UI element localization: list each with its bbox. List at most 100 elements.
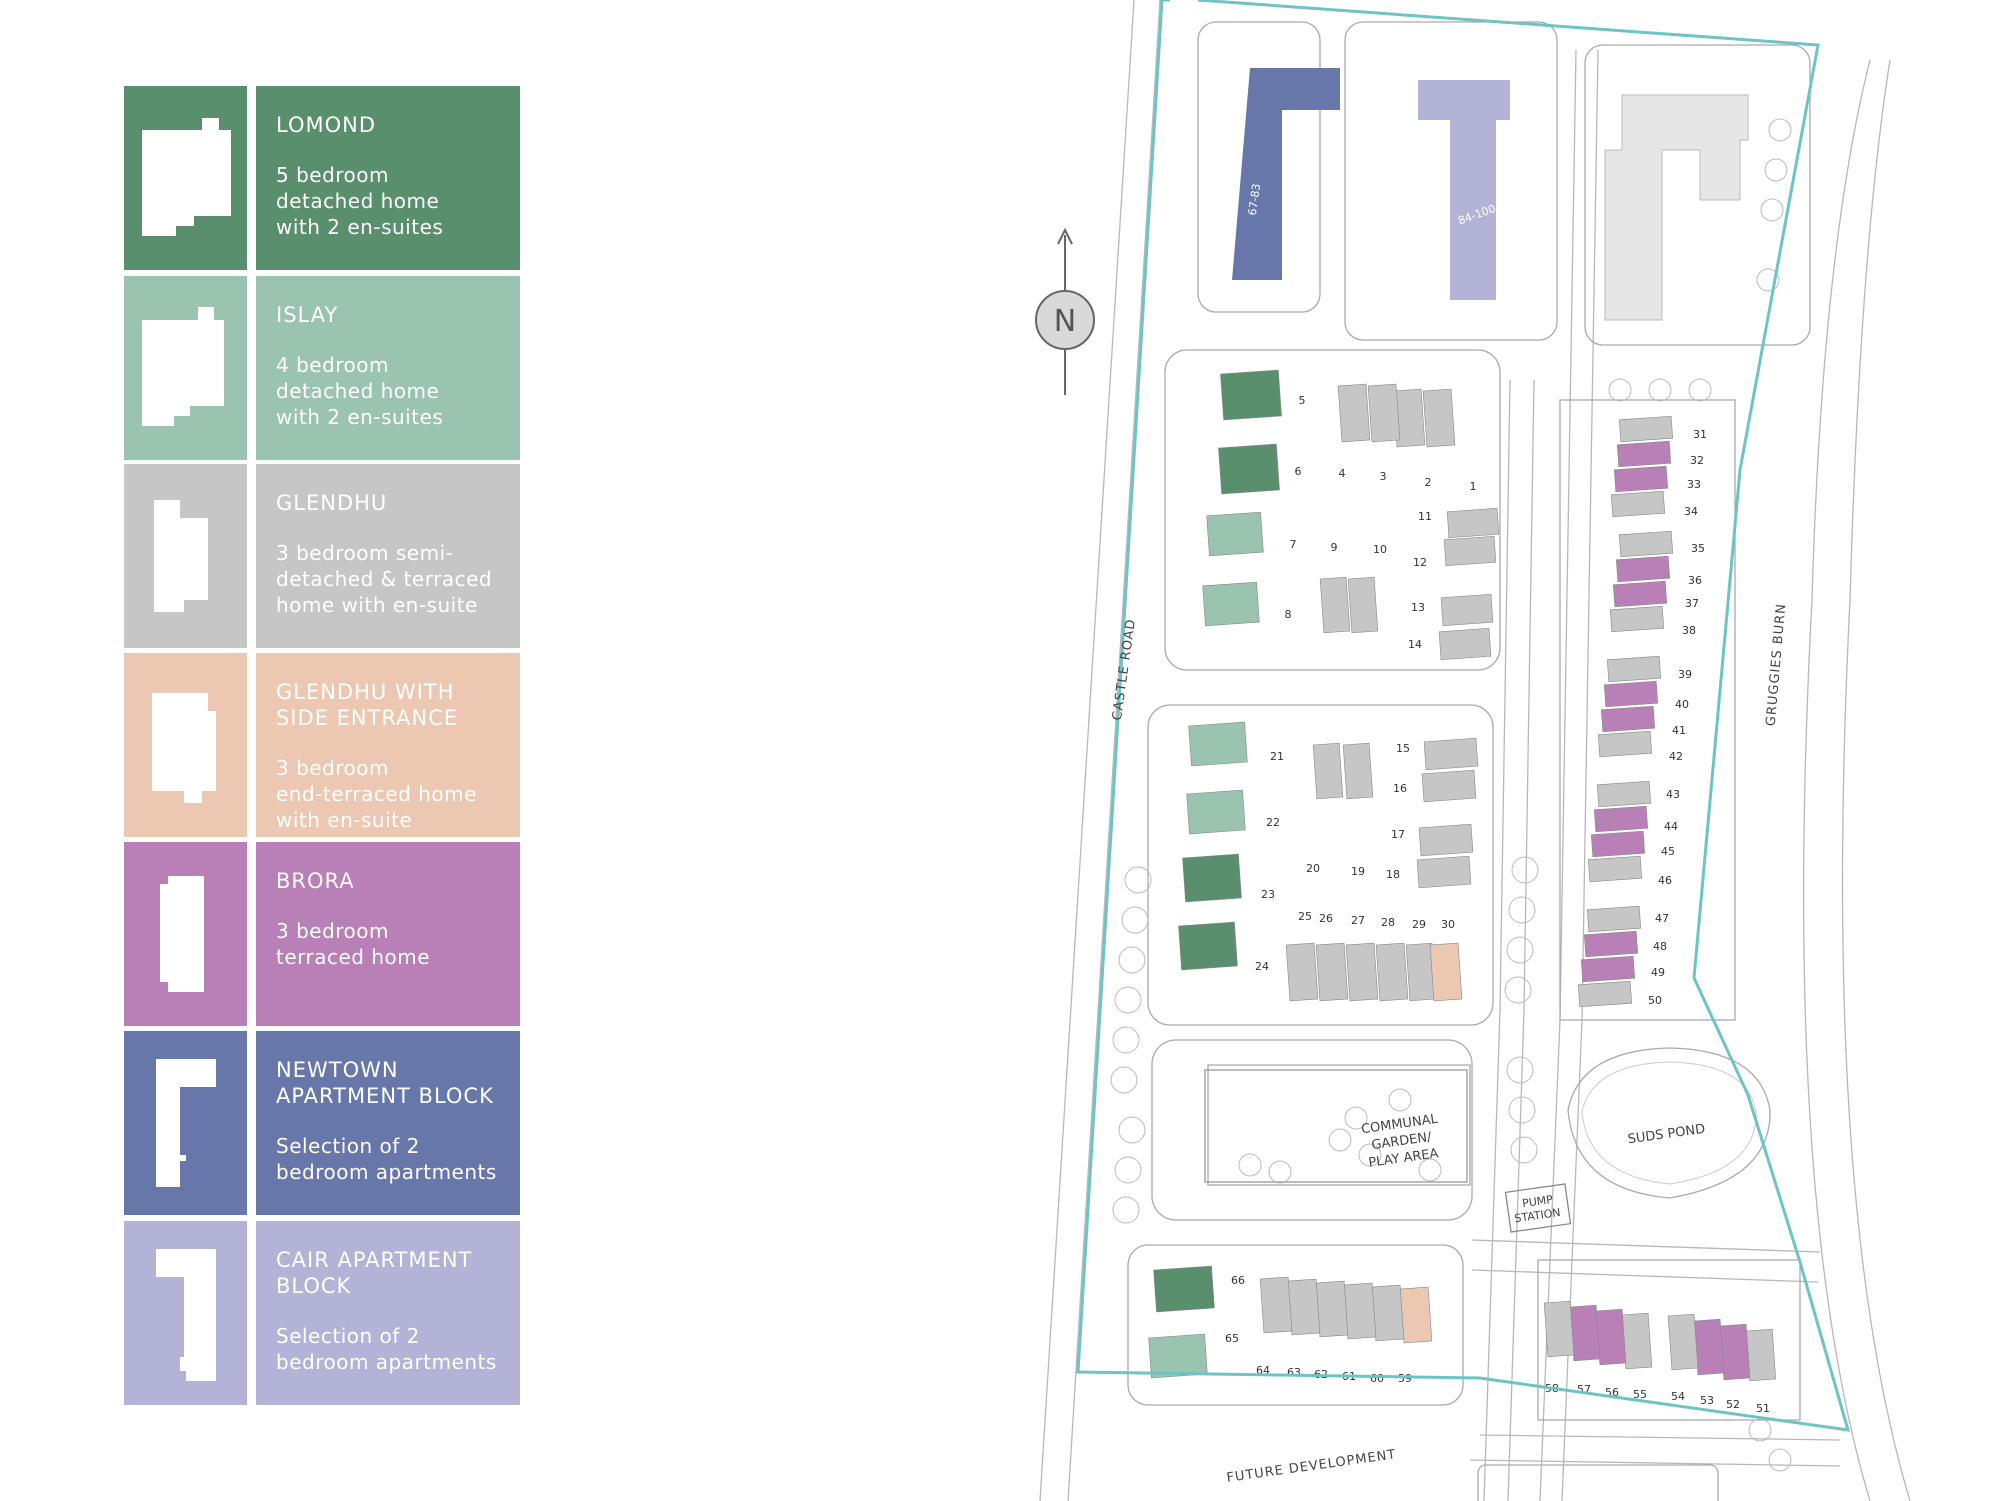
plot-51-house <box>1745 1328 1777 1382</box>
glendhu-side-entrance-label: GLENDHU WITH SIDE ENTRANCE 3 bedroom end… <box>256 653 520 837</box>
plot-2-number: 2 <box>1425 476 1432 489</box>
islay-description: 4 bedroom detached home with 2 en-suites <box>276 353 444 429</box>
plot-15-house <box>1423 737 1479 771</box>
plot-60-house <box>1371 1284 1405 1342</box>
plot-1-number: 1 <box>1470 480 1477 493</box>
plot-56-house <box>1595 1308 1627 1366</box>
glendhu-side-entrance-swatch <box>124 653 247 837</box>
plot-17-house <box>1418 823 1474 857</box>
legend-row-newtown: NEWTOWN APARTMENT BLOCK Selection of 2 b… <box>124 1031 524 1215</box>
newtown-title: NEWTOWN APARTMENT BLOCK <box>276 1058 494 1108</box>
plot-61-house <box>1343 1282 1377 1340</box>
plot-8-number: 8 <box>1285 608 1292 621</box>
cair-apartment-footprint-icon <box>156 1249 216 1381</box>
plot-39-house <box>1606 655 1662 683</box>
plot-29-number: 29 <box>1412 918 1426 931</box>
existing-building <box>1604 94 1749 321</box>
plot-24-number: 24 <box>1255 960 1269 973</box>
suds-pond: SUDS POND <box>1567 1047 1771 1199</box>
north-arrow: N <box>1035 227 1095 395</box>
plot-4-number: 4 <box>1339 467 1346 480</box>
plot-55-house <box>1621 1312 1653 1370</box>
glendhu-footprint-icon <box>154 500 208 612</box>
gruggies-burn-label: GRUGGIES BURN <box>1764 603 1790 727</box>
plot-59-house <box>1399 1286 1433 1344</box>
cair-swatch <box>124 1221 247 1405</box>
site-plan-map: SUDS POND PUMP STATION COMMUNAL GARDEN/ … <box>1035 0 1911 1501</box>
glendhu-side-entrance-description: 3 bedroom end-terraced home with en-suit… <box>276 756 477 832</box>
north-label: N <box>1054 304 1076 339</box>
cair-apartment-block: 84-100 <box>1418 80 1510 300</box>
plot-32-number: 32 <box>1690 454 1704 467</box>
plot-47-house <box>1586 905 1642 933</box>
plot-6-house <box>1218 443 1280 495</box>
brora-title: BRORA <box>276 869 355 893</box>
plot-20-number: 20 <box>1306 862 1320 875</box>
plot-16-house <box>1421 769 1477 803</box>
plot-48-number: 48 <box>1653 940 1667 953</box>
pump-station-label-line2: STATION <box>1514 1206 1562 1225</box>
glendhu-description: 3 bedroom semi- detached & terraced home… <box>276 541 493 617</box>
plot-28-number: 28 <box>1381 916 1395 929</box>
plot-35-number: 35 <box>1691 542 1705 555</box>
plot-57-house <box>1569 1304 1601 1362</box>
plot-41-house <box>1600 705 1656 733</box>
plot-49-number: 49 <box>1651 966 1665 979</box>
plot-50-number: 50 <box>1648 994 1662 1007</box>
plot-52-house <box>1719 1323 1751 1381</box>
islay-swatch <box>124 276 247 460</box>
plot-19-number: 19 <box>1351 865 1365 878</box>
plot-27-house <box>1345 942 1379 1002</box>
lomond-title: LOMOND <box>276 113 377 137</box>
plot-9-number: 9 <box>1331 541 1338 554</box>
plot-53-house <box>1693 1318 1725 1376</box>
plot-33-number: 33 <box>1687 478 1701 491</box>
newtown-swatch <box>124 1031 247 1215</box>
brora-footprint-icon <box>160 876 204 992</box>
plot-46-house <box>1587 855 1643 883</box>
plot-5-number: 5 <box>1299 394 1306 407</box>
trees <box>1110 118 1792 1472</box>
plot-37-house <box>1612 580 1668 608</box>
plot-55-number: 55 <box>1633 1388 1647 1401</box>
plot-42-number: 42 <box>1669 750 1683 763</box>
plot-40-number: 40 <box>1675 698 1689 711</box>
lomond-label: LOMOND 5 bedroom detached home with 2 en… <box>256 86 520 270</box>
block-outlines <box>1127 21 1811 1501</box>
plot-44-number: 44 <box>1664 820 1678 833</box>
plot-13-number: 13 <box>1411 601 1425 614</box>
lomond-swatch <box>124 86 247 270</box>
plot-66-house <box>1153 1265 1215 1313</box>
plot-37-number: 37 <box>1685 597 1699 610</box>
plot-64-house <box>1259 1276 1293 1334</box>
plot-47-number: 47 <box>1655 912 1669 925</box>
plot-7-house <box>1206 511 1264 557</box>
plot-31-number: 31 <box>1693 428 1707 441</box>
plot-23-number: 23 <box>1261 888 1275 901</box>
plot-22-house <box>1186 789 1246 835</box>
plot-11-house <box>1446 507 1500 539</box>
brora-swatch <box>124 842 247 1026</box>
plot-41-number: 41 <box>1672 724 1686 737</box>
plot-33-house <box>1613 465 1669 493</box>
plot-12-number: 12 <box>1413 556 1427 569</box>
islay-label: ISLAY 4 bedroom detached home with 2 en-… <box>256 276 520 460</box>
newtown-plot-range: 67-83 <box>1246 183 1263 216</box>
glendhu-side-entrance-footprint-icon <box>152 693 216 803</box>
plot-30-house <box>1429 942 1463 1002</box>
plot-14-house <box>1438 627 1492 661</box>
plot-40-house <box>1603 680 1659 708</box>
plot-26-number: 26 <box>1319 912 1333 925</box>
plot-54-house <box>1667 1313 1699 1371</box>
lomond-description: 5 bedroom detached home with 2 en-suites <box>276 163 444 239</box>
plot-10-number: 10 <box>1373 543 1387 556</box>
plot-21-number: 21 <box>1270 750 1284 763</box>
islay-footprint-icon <box>142 307 224 426</box>
suds-pond-label: SUDS POND <box>1627 1122 1706 1148</box>
plot-18-number: 18 <box>1386 868 1400 881</box>
brora-description: 3 bedroom terraced home <box>276 919 431 969</box>
compass-icon <box>1035 290 1095 350</box>
site-boundary <box>1076 0 1851 1432</box>
newtown-label: NEWTOWN APARTMENT BLOCK Selection of 2 b… <box>256 1031 520 1215</box>
plot-28-house <box>1375 942 1409 1002</box>
